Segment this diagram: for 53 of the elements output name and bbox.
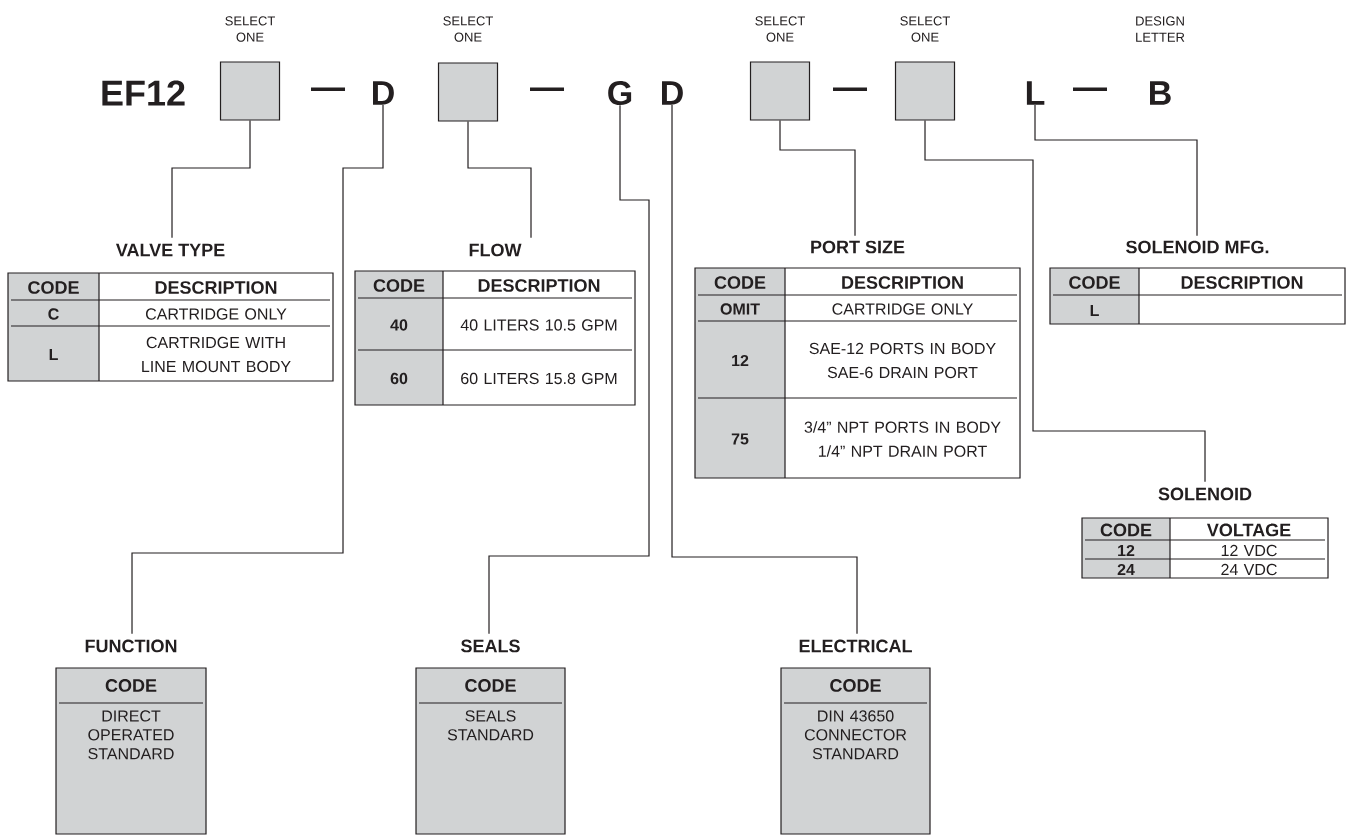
- table-title: VALVE TYPE: [115, 243, 225, 257]
- leader-line: [467, 121, 532, 239]
- header-cell: DESCRIPTION: [1181, 276, 1303, 289]
- code-cell: 75: [695, 398, 785, 478]
- design-letter: B: [1150, 81, 1171, 105]
- table-title: SEALS: [461, 639, 520, 653]
- model-code-prefix: EF12: [102, 80, 185, 106]
- select-note: SELECT ONE: [900, 16, 950, 42]
- design-letter-note: DESIGN LETTER: [1136, 16, 1185, 42]
- separator-dash: —: [311, 87, 345, 91]
- select-note: SELECT ONE: [225, 16, 275, 42]
- leader-line: [671, 104, 858, 635]
- leader-line: [171, 120, 251, 239]
- table-cell: 40 LITERS 10.5 GPM: [460, 319, 617, 331]
- code-cell: 40: [355, 298, 443, 350]
- leader-line: [131, 104, 384, 635]
- header-cell: DESCRIPTION: [155, 281, 277, 294]
- table-cell: CARTRIDGE WITH LINE MOUNT BODY: [142, 336, 291, 373]
- leader-line: [488, 104, 650, 635]
- table-cell: CARTRIDGE ONLY: [832, 303, 973, 315]
- node-label: DIRECT OPERATED STANDARD: [88, 710, 174, 760]
- separator-dash: —: [833, 87, 867, 91]
- table-cell: 12 VDC: [1221, 544, 1277, 557]
- table-title: SOLENOID: [1158, 487, 1252, 501]
- table-cell: SAE-12 PORTS IN BODY SAE-6 DRAIN PORT: [809, 342, 996, 379]
- code-letter: G: [608, 80, 632, 106]
- table-title: SOLENOID MFG.: [1126, 240, 1269, 254]
- table-cell: CARTRIDGE ONLY: [146, 308, 287, 320]
- header-cell: DESCRIPTION: [478, 279, 600, 292]
- table-title: FUNCTION: [85, 639, 177, 653]
- leader-line: [924, 120, 1206, 483]
- code-letter: L: [1026, 81, 1045, 105]
- table-title: PORT SIZE: [811, 240, 905, 254]
- header-cell: VOLTAGE: [1206, 523, 1291, 537]
- code-letter: D: [662, 81, 683, 105]
- node-label: SEALS STANDARD: [447, 710, 534, 741]
- select-note: SELECT ONE: [443, 16, 493, 42]
- table-cell: 24 VDC: [1221, 563, 1277, 576]
- table-title: FLOW: [469, 243, 522, 257]
- header-cell: CODE: [355, 271, 443, 298]
- node-label: DIN 43650 CONNECTOR STANDARD: [804, 710, 907, 760]
- table-cell: 3/4” NPT PORTS IN BODY 1/4” NPT DRAIN PORT: [804, 421, 1001, 457]
- code-cell: OMIT: [695, 295, 785, 321]
- code-letter: D: [373, 81, 394, 105]
- separator-dash: —: [1073, 87, 1107, 91]
- code-cell: 60: [355, 350, 443, 405]
- table-title: ELECTRICAL: [799, 639, 912, 653]
- leader-line: [779, 120, 856, 237]
- separator-dash: —: [530, 87, 564, 91]
- header-cell: DESCRIPTION: [842, 276, 963, 289]
- select-note: SELECT ONE: [755, 16, 805, 42]
- leader-line: [1034, 104, 1198, 237]
- table-cell: 60 LITERS 15.8 GPM: [461, 372, 617, 385]
